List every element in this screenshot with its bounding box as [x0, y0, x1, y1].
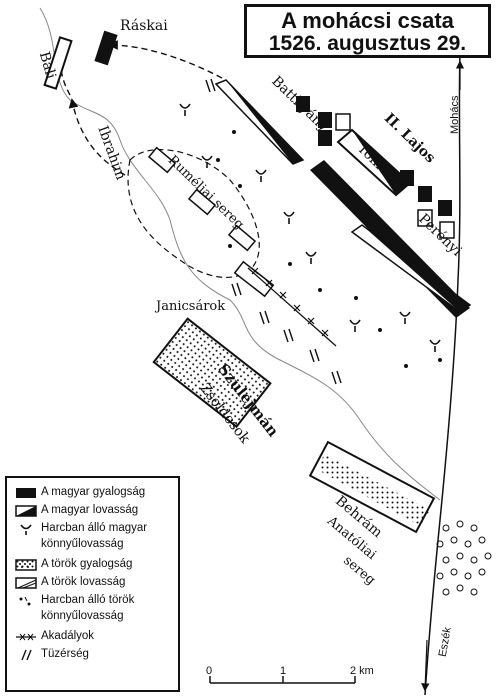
scale-tick-2: 2 km	[350, 665, 374, 677]
legend-tuzerseg: Tüzérség	[41, 648, 89, 660]
label-ibrahim: Ibrahim	[94, 124, 128, 182]
legend-torok-konnyu-1: Harcban álló török	[41, 594, 135, 606]
hungarian-reserve	[296, 96, 455, 239]
label-mohacs: Mohács	[449, 95, 461, 134]
scale-bar	[209, 676, 356, 684]
legend-torok-lovassag: A török lovasság	[41, 576, 126, 588]
rumeliai-envelope	[127, 149, 260, 278]
artillery-marks	[205, 78, 342, 385]
hungarian-light-cavalry	[179, 103, 441, 352]
label-rumeliai: Ruméliai sereg	[165, 153, 247, 233]
legend-torok-konnyu-2: könnyűlovasság	[41, 610, 124, 622]
torok-lovassag-symbol	[15, 577, 37, 589]
torok-gyalogsag-symbol	[15, 559, 37, 571]
scale-tick-0: 0	[206, 665, 212, 677]
flank-arrow	[108, 40, 223, 79]
legend: A magyar gyalogság A magyar lovasság Har…	[5, 476, 180, 692]
bali-unit	[43, 36, 73, 90]
legend-akadalyok: Akadályok	[41, 630, 95, 642]
obstacle-marks	[251, 267, 329, 337]
magyar-gyalogsag-symbol	[16, 488, 36, 498]
title-line-1: A mohácsi csata	[281, 8, 454, 33]
map-title: A mohácsi csata 1526. augusztus 29.	[244, 4, 491, 58]
scale-tick-1: 1	[280, 665, 286, 677]
akadalyok-symbol	[16, 633, 36, 641]
legend-magyar-konnyu-1: Harcban álló magyar	[41, 522, 148, 534]
label-raskai: Ráskai	[120, 18, 168, 34]
label-bali: Bali	[36, 50, 59, 81]
tuzerseg-symbol	[21, 649, 32, 661]
label-batthyany: Batthyány	[268, 73, 331, 135]
torok-konnyu-symbol	[19, 596, 31, 606]
road-mohacs-eszek	[424, 54, 461, 696]
title-line-2: 1526. augusztus 29.	[268, 32, 467, 55]
turkish-light-cavalry	[216, 130, 442, 368]
behram-unit	[308, 440, 436, 534]
magyar-konnyu-symbol	[20, 524, 32, 535]
ibrahim-arrow	[68, 98, 126, 176]
magyar-lovassag-symbol	[15, 505, 37, 517]
legend-torok-gyalogsag: A török gyalogság	[41, 558, 133, 570]
label-eszek: Eszék	[437, 626, 454, 658]
label-lajos: II. Lajos	[381, 110, 438, 166]
legend-magyar-lovassag: A magyar lovasság	[41, 504, 139, 516]
turkish-cavalry-boxes	[147, 146, 257, 252]
janicsarok-unit	[233, 260, 275, 298]
legend-magyar-gyalogsag: A magyar gyalogság	[41, 486, 146, 498]
raskai-unit	[94, 30, 118, 66]
obstacles-line	[247, 267, 337, 347]
label-perenyi: Perényi	[415, 211, 465, 260]
label-janicsarok: Janicsárok	[154, 299, 225, 314]
legend-magyar-konnyu-2: könnyűlovasság	[41, 538, 124, 550]
turkish-light-cavalry-field	[436, 520, 492, 596]
szulejman-unit	[152, 317, 272, 429]
